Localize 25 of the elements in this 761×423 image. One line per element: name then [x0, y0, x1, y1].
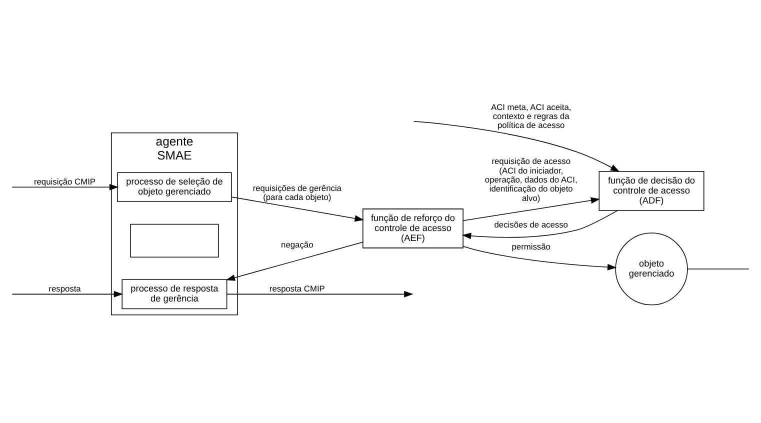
node-box: função de reforço do controle de acesso (AEF) — [362, 208, 464, 248]
arrow — [12, 183, 119, 190]
arrow — [462, 245, 617, 270]
arrow — [12, 290, 124, 297]
edge-label: requisição CMIP — [34, 176, 96, 186]
arrow — [462, 210, 618, 239]
node-box — [130, 223, 219, 257]
edge-label: resposta — [48, 283, 81, 294]
edge-label: negação — [281, 238, 314, 249]
edge-label: decisões de acesso — [494, 219, 568, 230]
node-box: função de decisão do controle de acesso (ADF) — [598, 170, 704, 210]
edge-label: permissão — [512, 241, 550, 252]
arrow — [226, 290, 414, 297]
arrow — [462, 196, 600, 221]
connector — [687, 268, 750, 269]
arrow — [413, 120, 620, 172]
edge-label: requisição de acesso (ACI do iniciador, operação, dados do ACI, identificação do objeto alvo) — [484, 156, 578, 202]
arrow — [226, 241, 364, 280]
edge-label: requisições de gerência (para cada objeto) — [252, 182, 342, 202]
edge-label: ACI meta, ACI aceita, contexto e regras da política de acesso — [491, 101, 572, 130]
node-box: processo de resposta de gerência — [122, 278, 228, 309]
node-circle: objeto gerenciado — [615, 232, 688, 305]
arrow — [231, 196, 364, 222]
node-box: processo de seleção de objeto gerenciado — [117, 172, 232, 202]
edge-label: resposta CMIP — [269, 283, 325, 294]
